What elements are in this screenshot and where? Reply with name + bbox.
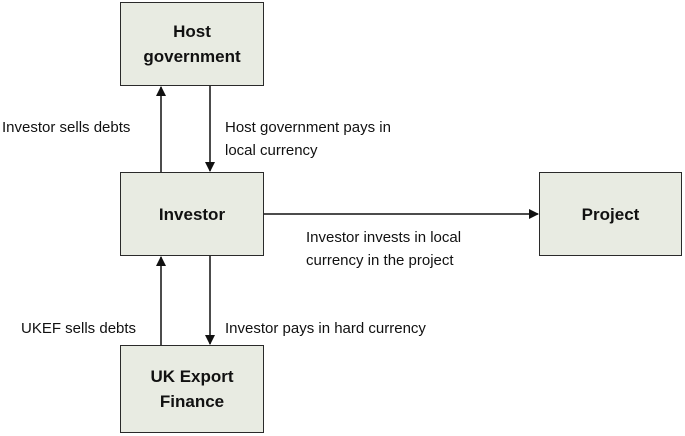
investor-box: Investor [120,172,264,256]
uk-export-finance-box: UK Export Finance [120,345,264,433]
host-government-label: Host government [143,22,241,66]
ukef-sells-debts-label: UKEF sells debts [21,320,137,337]
project-label: Project [581,204,640,224]
host-government-box: Host government [120,2,264,86]
project-box: Project [539,172,682,256]
investor-pays-hard-currency-label: Investor pays in hard currency [225,320,426,337]
uk-export-finance-label: UK Export Finance [150,367,234,411]
investor-sells-debts-label: Investor sells debts [2,119,131,136]
investor-label: Investor [158,204,226,224]
investor-invests-label: Investor invests in local currency in th… [306,229,462,269]
host-government-pays-label: Host government pays in local currency [225,119,391,159]
